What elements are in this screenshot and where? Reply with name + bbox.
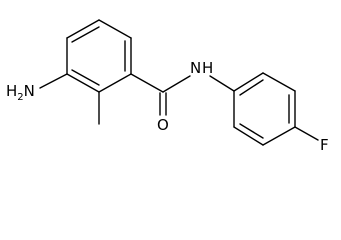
carbonyl-oxygen-label: O [157, 116, 169, 134]
bond-ring-b4 [262, 126, 296, 146]
bond-ring-carbonyl [130, 73, 164, 93]
amine-label: H2N [6, 82, 35, 103]
bond-ring-a5 [66, 73, 100, 93]
amide-n-label: N [190, 59, 201, 77]
right-aromatic-ring [233, 72, 296, 146]
bond-ring-a4 [98, 73, 132, 93]
bond-ring-b1 [233, 72, 264, 92]
left-aromatic-ring [66, 19, 132, 93]
bond-ring-a-inner1 [71, 26, 100, 43]
molecule-structure: H2N O N H F [6, 19, 329, 152]
bond-n-ring [209, 75, 235, 92]
amide-h-label: H [202, 59, 213, 77]
bond-carbonyl-n [162, 75, 191, 93]
bond-ring-b-inner1 [239, 79, 264, 96]
bond-ring-a-inner3 [71, 69, 100, 86]
bond-ring-b-inner3 [239, 123, 264, 139]
bond-fluorine [294, 126, 319, 141]
bond-ring-a2 [98, 19, 132, 39]
bond-ring-a1 [66, 19, 100, 39]
bond-ring-b5 [233, 126, 264, 146]
bond-ring-b2 [262, 72, 296, 92]
bond-amine [39, 73, 68, 89]
fluorine-label: F [320, 136, 329, 152]
structure-canvas: H2N O N H F [6, 19, 329, 152]
